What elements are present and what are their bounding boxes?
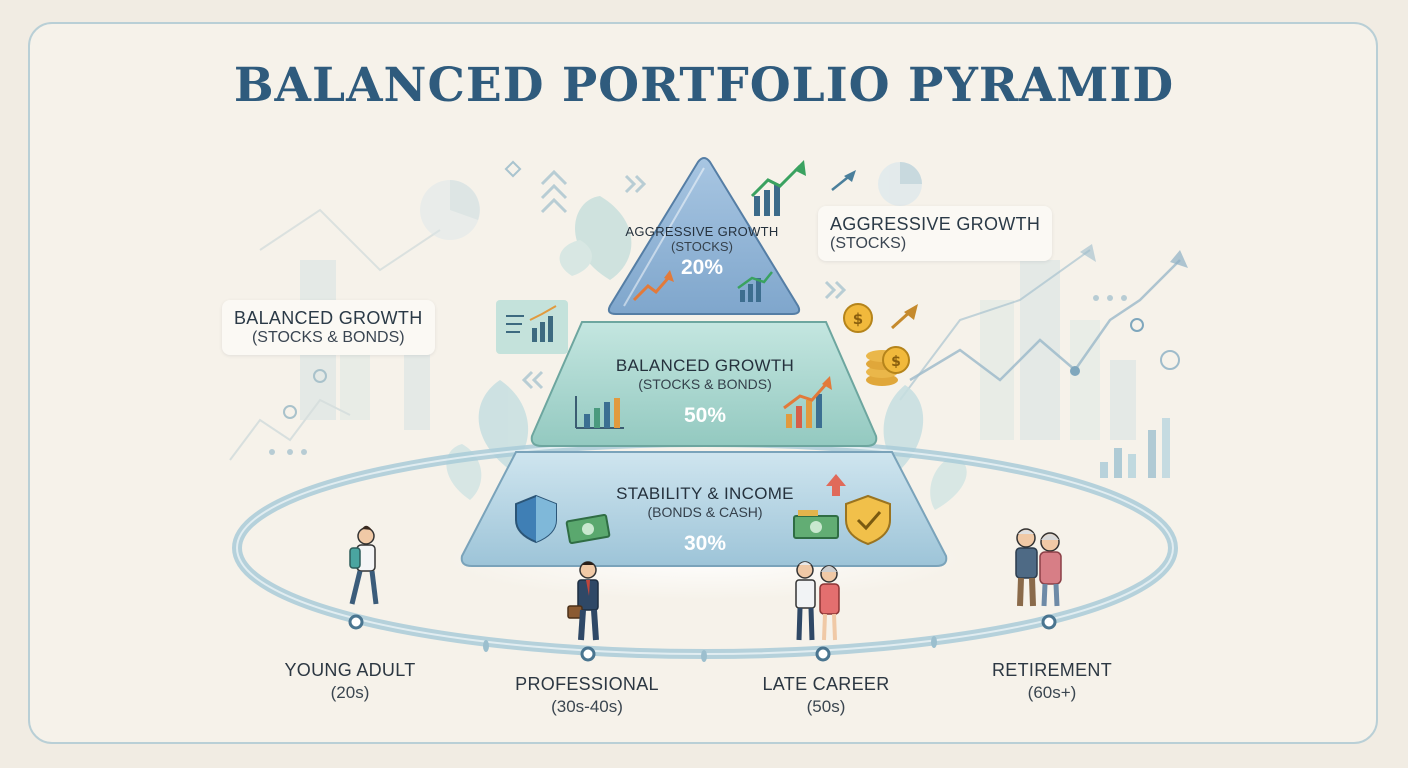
tier-label-top: AGGRESSIVE GROWTH (STOCKS) 20% <box>620 224 784 280</box>
couple-icon <box>795 561 840 641</box>
tier-percent: 30% <box>683 532 727 555</box>
trend-arrow-icon <box>750 160 806 216</box>
stage-name: PROFESSIONAL <box>515 674 659 694</box>
couple-icon <box>1015 528 1062 607</box>
bar-chart-icon <box>737 271 773 302</box>
bar-chart-icon <box>783 376 832 428</box>
pie-chart-icon <box>420 180 480 240</box>
chevron-right-icon <box>624 174 647 194</box>
tier-label-middle: BALANCED GROWTH (STOCKS & BONDS) 50% <box>590 356 820 428</box>
svg-text:$: $ <box>853 310 863 328</box>
trend-arrow-icon <box>1170 250 1188 268</box>
stage-name: RETIREMENT <box>992 660 1112 680</box>
chevron-up-icon <box>540 169 568 214</box>
person-icon <box>349 525 379 605</box>
trend-arrow-icon <box>909 259 1181 382</box>
stage-late-career: LATE CAREER (50s) <box>741 674 911 717</box>
chevron-left-icon <box>521 370 544 390</box>
coin-icon: $ <box>866 346 910 386</box>
stage-name: YOUNG ADULT <box>284 660 416 680</box>
tier-title: AGGRESSIVE GROWTH <box>625 224 779 239</box>
cash-icon <box>793 510 839 539</box>
tier-label-bottom: STABILITY & INCOME (BONDS & CASH) 30% <box>580 484 830 556</box>
tier-percent: 50% <box>683 404 727 427</box>
trend-arrow-icon <box>632 270 674 302</box>
chart-panel-icon <box>496 300 568 354</box>
callout-title: BALANCED GROWTH <box>234 308 423 328</box>
stage-age: (60s+) <box>1027 683 1077 702</box>
tier-subtitle: (BONDS & CASH) <box>647 504 763 520</box>
callout-subtitle: (STOCKS) <box>830 235 907 252</box>
ring-nodes <box>348 614 1057 662</box>
bar-chart-icon <box>1100 418 1170 478</box>
tier-title: STABILITY & INCOME <box>616 484 794 503</box>
callout-balanced-growth: BALANCED GROWTH (STOCKS & BONDS) <box>222 300 435 355</box>
trend-arrow-icon <box>831 170 856 191</box>
person-icon <box>567 561 599 641</box>
stage-professional: PROFESSIONAL (30s-40s) <box>502 674 672 717</box>
arrow-up-icon <box>826 474 846 496</box>
tier-subtitle: (STOCKS) <box>671 239 733 254</box>
coin-icon: $ <box>843 303 873 333</box>
pyramid-tier-top <box>607 157 801 315</box>
pie-chart-icon <box>878 162 922 206</box>
trend-arrow-icon <box>890 304 918 330</box>
stage-age: (20s) <box>330 683 370 702</box>
tier-subtitle: (STOCKS & BONDS) <box>638 376 772 392</box>
stage-age: (50s) <box>806 697 846 716</box>
stage-name: LATE CAREER <box>762 674 890 694</box>
callout-aggressive-growth: AGGRESSIVE GROWTH (STOCKS) <box>818 206 1053 261</box>
callout-subtitle: (STOCKS & BONDS) <box>251 329 405 346</box>
cash-icon <box>565 514 611 544</box>
svg-text:$: $ <box>891 354 901 370</box>
tier-percent: 20% <box>680 256 724 279</box>
bar-chart-icon <box>575 396 624 429</box>
shield-icon <box>515 494 557 544</box>
callout-title: AGGRESSIVE GROWTH <box>830 214 1041 234</box>
page-title: BALANCED PORTFOLIO PYRAMID <box>233 58 1175 113</box>
tier-title: BALANCED GROWTH <box>615 356 795 375</box>
stage-young-adult: YOUNG ADULT (20s) <box>265 660 435 703</box>
shield-check-icon <box>845 494 891 546</box>
chevron-right-icon <box>824 280 847 300</box>
stage-retirement: RETIREMENT (60s+) <box>967 660 1137 703</box>
stage-age: (30s-40s) <box>551 697 623 716</box>
